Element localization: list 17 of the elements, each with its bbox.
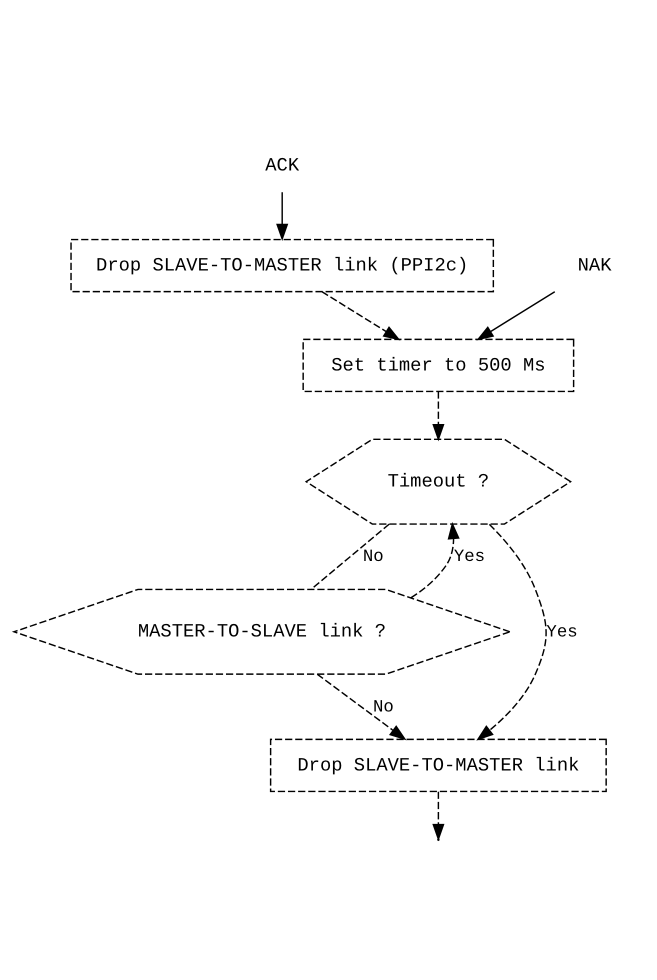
arrow xyxy=(316,674,407,740)
arrow xyxy=(476,524,547,741)
edge-label: No xyxy=(362,548,384,568)
node-box: Drop SLAVE-TO-MASTER link xyxy=(270,738,607,792)
arrow xyxy=(432,391,444,442)
arrow xyxy=(476,291,556,340)
node-box: Drop SLAVE-TO-MASTER link (PPI2c) xyxy=(70,238,494,292)
edge-label: Yes xyxy=(454,548,486,568)
node-text: ACK xyxy=(265,154,300,177)
connector xyxy=(310,524,390,590)
arrow xyxy=(410,522,460,598)
node-box: Set timer to 500 Ms xyxy=(302,338,574,392)
arrow xyxy=(276,192,288,242)
edge-label: Yes xyxy=(546,623,578,642)
node-text: NAK xyxy=(578,254,612,277)
edge-label: No xyxy=(373,698,394,718)
arrow xyxy=(322,291,400,340)
